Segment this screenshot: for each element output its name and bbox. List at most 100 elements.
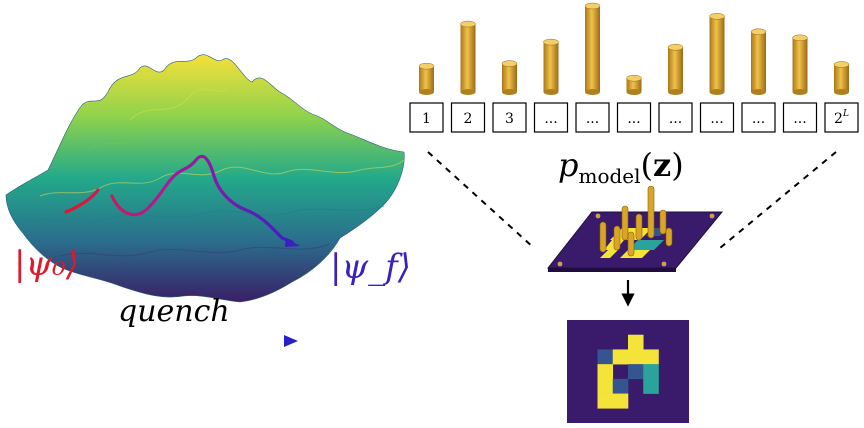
quench-arrowhead <box>284 335 298 347</box>
histogram-bar <box>834 64 849 92</box>
histogram-bar-cap <box>792 34 808 42</box>
histogram-bar <box>585 6 600 92</box>
bin-box <box>824 102 859 133</box>
pmodel-close-paren: ) <box>671 146 683 184</box>
sampled-image <box>567 320 689 423</box>
bin-box <box>782 102 818 133</box>
image-pixel <box>597 393 614 409</box>
histogram-bar <box>792 37 808 92</box>
histogram-bar-cap <box>460 20 476 28</box>
image-pixel <box>643 349 659 365</box>
bin-box <box>575 102 610 133</box>
bin-label-text: ... <box>710 111 723 127</box>
pmodel-variable: z <box>653 146 671 184</box>
bin-label: 1 <box>422 111 431 127</box>
bin-box <box>450 102 486 133</box>
histogram-bar-base <box>626 89 642 95</box>
initial-state-label: |ψ₀⟩ <box>14 244 79 284</box>
device-pillars <box>599 185 673 257</box>
bin-label: ... <box>544 111 557 127</box>
image-pixel <box>612 378 629 394</box>
histogram-bar <box>709 16 725 92</box>
quench-path <box>64 154 294 244</box>
bin-label-text: 1 <box>422 111 431 127</box>
bin-box <box>533 102 569 133</box>
bin-box <box>409 102 444 133</box>
device-pads <box>557 213 715 267</box>
histogram-bar <box>419 66 434 92</box>
bin-label-text: ... <box>752 111 765 127</box>
histogram-bar-base <box>585 89 600 95</box>
histogram-bar <box>626 78 642 92</box>
histogram-bar-cap <box>750 28 767 36</box>
histogram-bar-cap <box>543 38 559 46</box>
histogram-bar <box>751 31 766 92</box>
histogram-bar-base <box>543 89 559 95</box>
image-pixel <box>643 364 659 380</box>
histogram-bar-base <box>792 89 808 95</box>
image-pixel <box>628 334 644 350</box>
image-pixel <box>628 364 644 380</box>
device-board-edge <box>548 268 676 272</box>
bin-label-text: 2 <box>464 111 473 127</box>
bin-label: ... <box>752 111 765 127</box>
bin-label-text: ... <box>627 111 640 127</box>
quench-label: quench <box>118 294 230 329</box>
pmodel-label: pmodel(z) <box>558 146 684 188</box>
histogram-bar-base <box>751 89 766 95</box>
quantum-device <box>546 185 724 272</box>
bin-label-text: 3 <box>505 111 514 127</box>
histogram-bar-cap <box>501 60 518 67</box>
histogram-bar <box>460 24 476 93</box>
bin-label: 3 <box>505 111 514 127</box>
bin-label-text: ... <box>586 111 599 127</box>
histogram-bar-cap <box>833 61 850 68</box>
pmodel-subscript: model <box>578 164 640 188</box>
bin-label-text: ... <box>669 111 682 127</box>
bin-label: ... <box>793 111 806 127</box>
image-pixel <box>612 393 629 409</box>
projection-line-left <box>427 151 535 249</box>
final-state-label: |ψ_f⟩ <box>330 247 411 287</box>
histogram-bar <box>502 63 517 92</box>
bin-label: ... <box>586 111 599 127</box>
histogram-bar-base <box>502 89 517 95</box>
histogram-bar-cap <box>709 13 725 20</box>
histogram-bar-cap <box>418 62 435 70</box>
bin-label-text: ... <box>793 111 806 127</box>
histogram-bar-base <box>709 89 725 95</box>
image-pixel <box>628 349 644 365</box>
bin-box <box>741 102 776 133</box>
image-pixel <box>597 364 614 380</box>
bin-label: ... <box>627 111 640 127</box>
histogram-bar-base <box>834 89 849 95</box>
histogram-bar-base <box>460 89 476 95</box>
image-pixel <box>597 378 614 394</box>
image-pixel <box>612 349 629 365</box>
energy-landscape <box>5 54 405 303</box>
histogram-bar <box>668 47 683 92</box>
bin-label-superscript: L <box>842 109 849 119</box>
bin-label: ... <box>710 111 723 127</box>
image-pixel <box>643 378 659 394</box>
image-pixel <box>597 349 614 365</box>
histogram-bar-cap <box>667 44 684 51</box>
histogram-bar <box>543 42 559 92</box>
bin-box <box>658 102 693 133</box>
projection-line-right <box>719 151 837 249</box>
path-arrowhead <box>285 238 300 247</box>
histogram-bar-cap <box>626 74 642 82</box>
bin-box <box>492 102 527 133</box>
bin-label-text: 2 <box>834 111 843 127</box>
bin-label: 2 <box>464 111 473 127</box>
histogram-bar-base <box>668 89 683 95</box>
bin-box <box>699 102 735 133</box>
pmodel-open-paren: ( <box>641 146 653 184</box>
bin-label: ... <box>669 111 682 127</box>
histogram-bar-cap <box>584 2 601 10</box>
bin-box <box>616 102 652 133</box>
pmodel-p: p <box>558 146 578 184</box>
histogram-bar-base <box>419 89 434 95</box>
